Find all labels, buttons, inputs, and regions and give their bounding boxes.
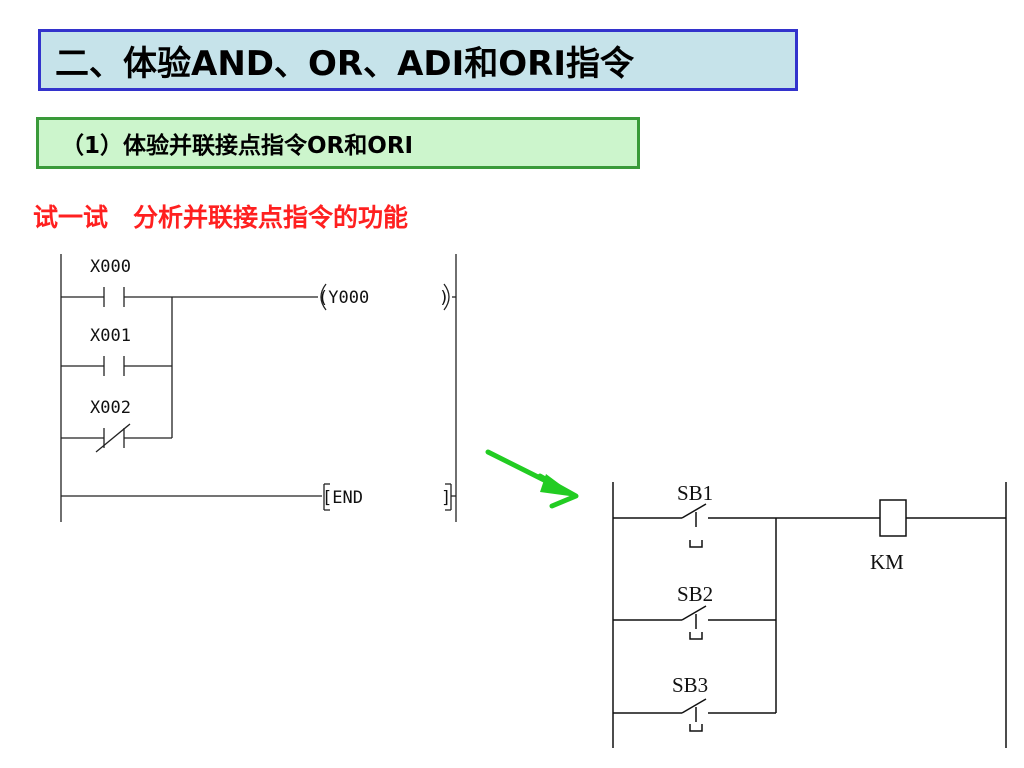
no-contact-x001 xyxy=(103,356,125,376)
coil-label-km: KM xyxy=(870,550,904,574)
contact-label-x001: X001 xyxy=(90,326,131,346)
button-label-sb2: SB2 xyxy=(677,582,713,606)
contact-label-x002: X002 xyxy=(90,398,131,418)
button-label-sb1: SB1 xyxy=(677,481,713,505)
contact-label-x000: X000 xyxy=(90,257,131,277)
button-label-sb3: SB3 xyxy=(672,673,708,697)
end-instruction-close: ] xyxy=(441,488,451,508)
section-subtitle: （1）体验并联接点指令OR和ORI xyxy=(61,133,414,159)
ladder-diagram xyxy=(60,254,457,522)
pushbutton-sb3-icon xyxy=(681,698,707,732)
relay-circuit xyxy=(612,482,1007,748)
pushbutton-sb1-icon xyxy=(681,503,707,548)
coil-y000-left-paren xyxy=(320,283,327,311)
try-heading: 试一试 分析并联接点指令的功能 xyxy=(33,203,409,232)
pushbutton-sb2-icon xyxy=(681,605,707,640)
end-instruction-label: [END xyxy=(322,488,363,508)
coil-label-close: ) xyxy=(439,288,449,308)
coil-y000-right-paren xyxy=(443,283,450,311)
km-coil-icon xyxy=(879,499,907,537)
title-banner: 二、体验AND、OR、ADI和ORI指令 xyxy=(38,29,798,91)
subtitle-banner: （1）体验并联接点指令OR和ORI xyxy=(36,117,640,169)
arrow-icon xyxy=(485,449,579,509)
no-contact-x000 xyxy=(103,287,125,307)
page-title: 二、体验AND、OR、ADI和ORI指令 xyxy=(55,43,634,84)
coil-label-y000: (Y000 xyxy=(318,288,369,308)
